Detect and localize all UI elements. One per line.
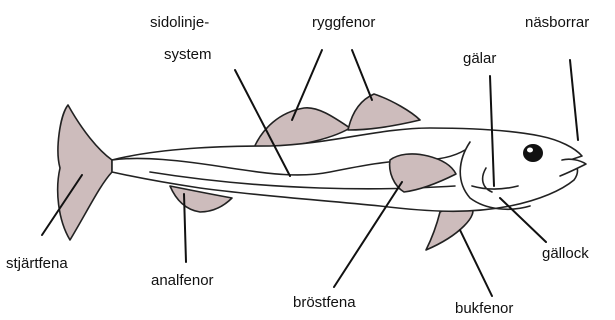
label-system: system <box>164 46 212 64</box>
label-nasborrar: näsborrar <box>525 14 589 32</box>
label-sidolinje: sidolinje- <box>150 14 209 32</box>
label-bukfenor: bukfenor <box>455 300 513 318</box>
label-stjartfena: stjärtfena <box>6 255 68 273</box>
leader-gallock <box>500 198 546 242</box>
leader-ryggfenor-rear <box>352 50 372 100</box>
label-ryggfenor: ryggfenor <box>312 14 375 32</box>
leader-bukfenor <box>460 230 492 296</box>
eye <box>523 144 543 162</box>
leader-nasborrar <box>570 60 578 140</box>
label-brostfena: bröstfena <box>293 294 356 312</box>
label-gallock: gällock <box>542 245 589 263</box>
dorsal-fin-rear <box>348 94 420 130</box>
label-galar: gälar <box>463 50 496 68</box>
label-analfenor: analfenor <box>151 272 214 290</box>
eye-highlight <box>527 148 533 153</box>
tail-fin <box>58 105 112 240</box>
